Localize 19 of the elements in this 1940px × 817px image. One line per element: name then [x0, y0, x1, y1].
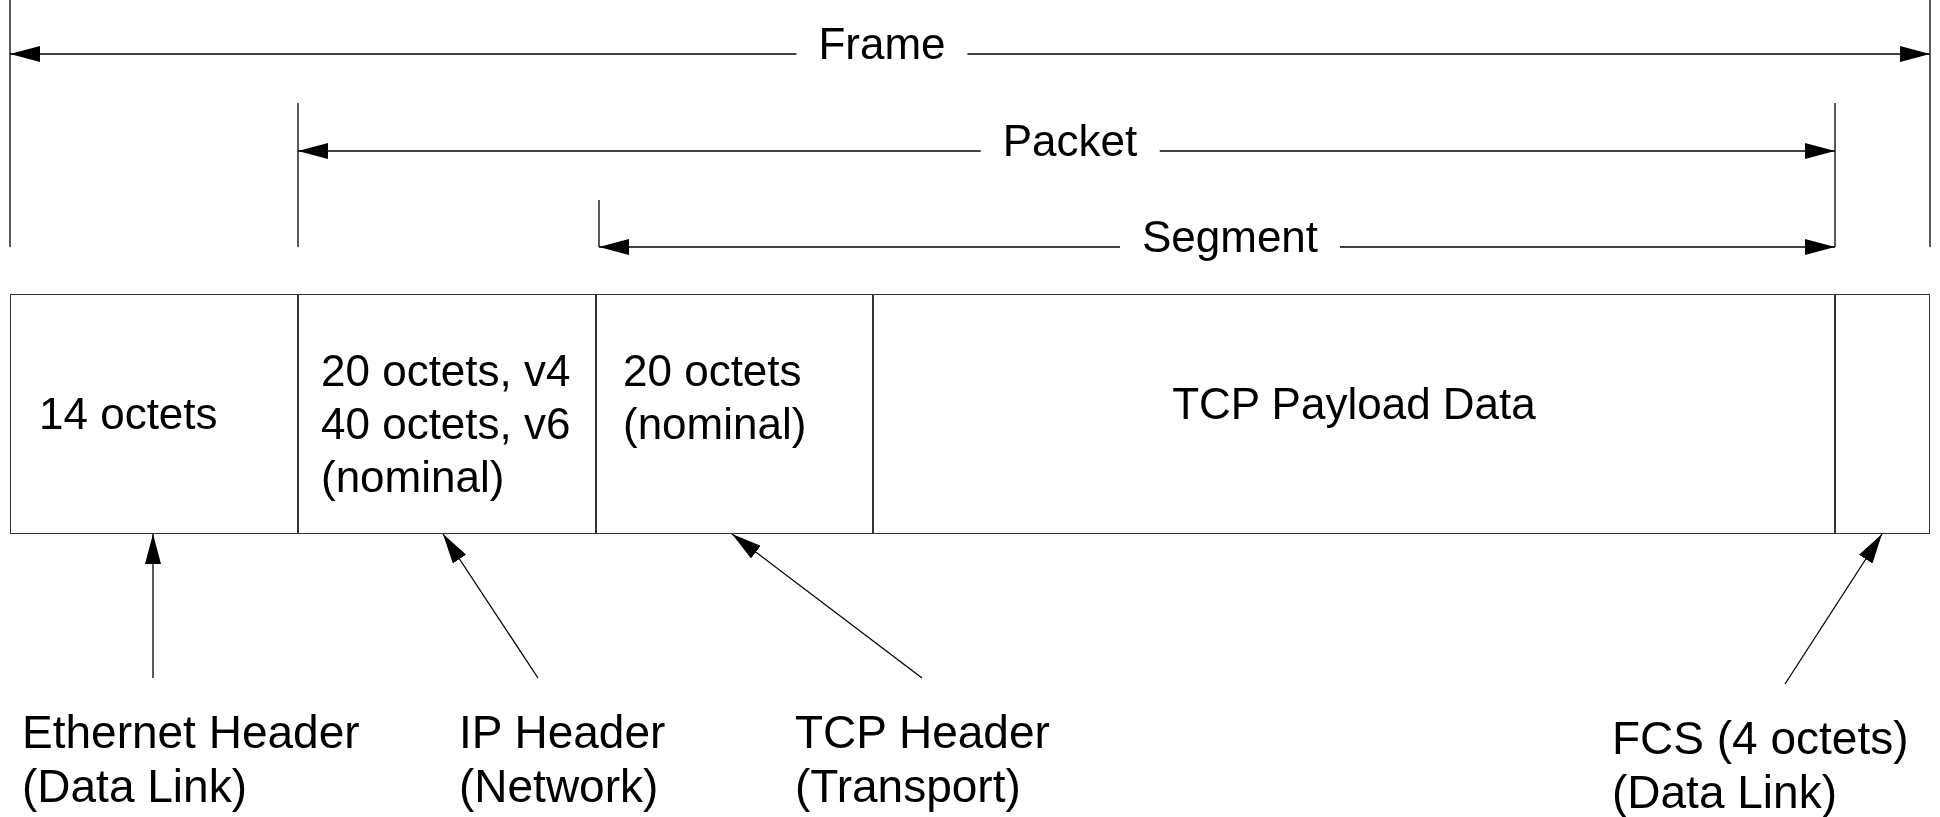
field-cell: [298, 294, 596, 534]
field-text: (nominal): [321, 450, 505, 503]
leader-arrow: [145, 533, 161, 679]
field-cell: [10, 294, 298, 534]
caption-text: TCP Header (Transport): [795, 706, 1051, 814]
leader-arrow: [731, 533, 923, 679]
field-text: 20 octets (nominal): [623, 345, 808, 450]
leader-arrow: [442, 533, 539, 679]
field-text: 40 octets, v6: [321, 397, 571, 450]
caption-text: IP Header (Network): [459, 706, 667, 814]
leader-arrow: [1784, 533, 1883, 685]
empty-field-cell: [1835, 294, 1930, 534]
caption-text: Ethernet Header (Data Link): [22, 706, 361, 814]
field-text: 14 octets: [39, 387, 218, 440]
field-cell: [873, 294, 1835, 534]
field-text: 20 octets, v4: [321, 345, 571, 397]
field-cell: [596, 294, 873, 534]
field-text: TCP Payload Data: [1172, 377, 1536, 430]
caption-text: FCS (4 octets) (Data Link): [1612, 712, 1910, 817]
